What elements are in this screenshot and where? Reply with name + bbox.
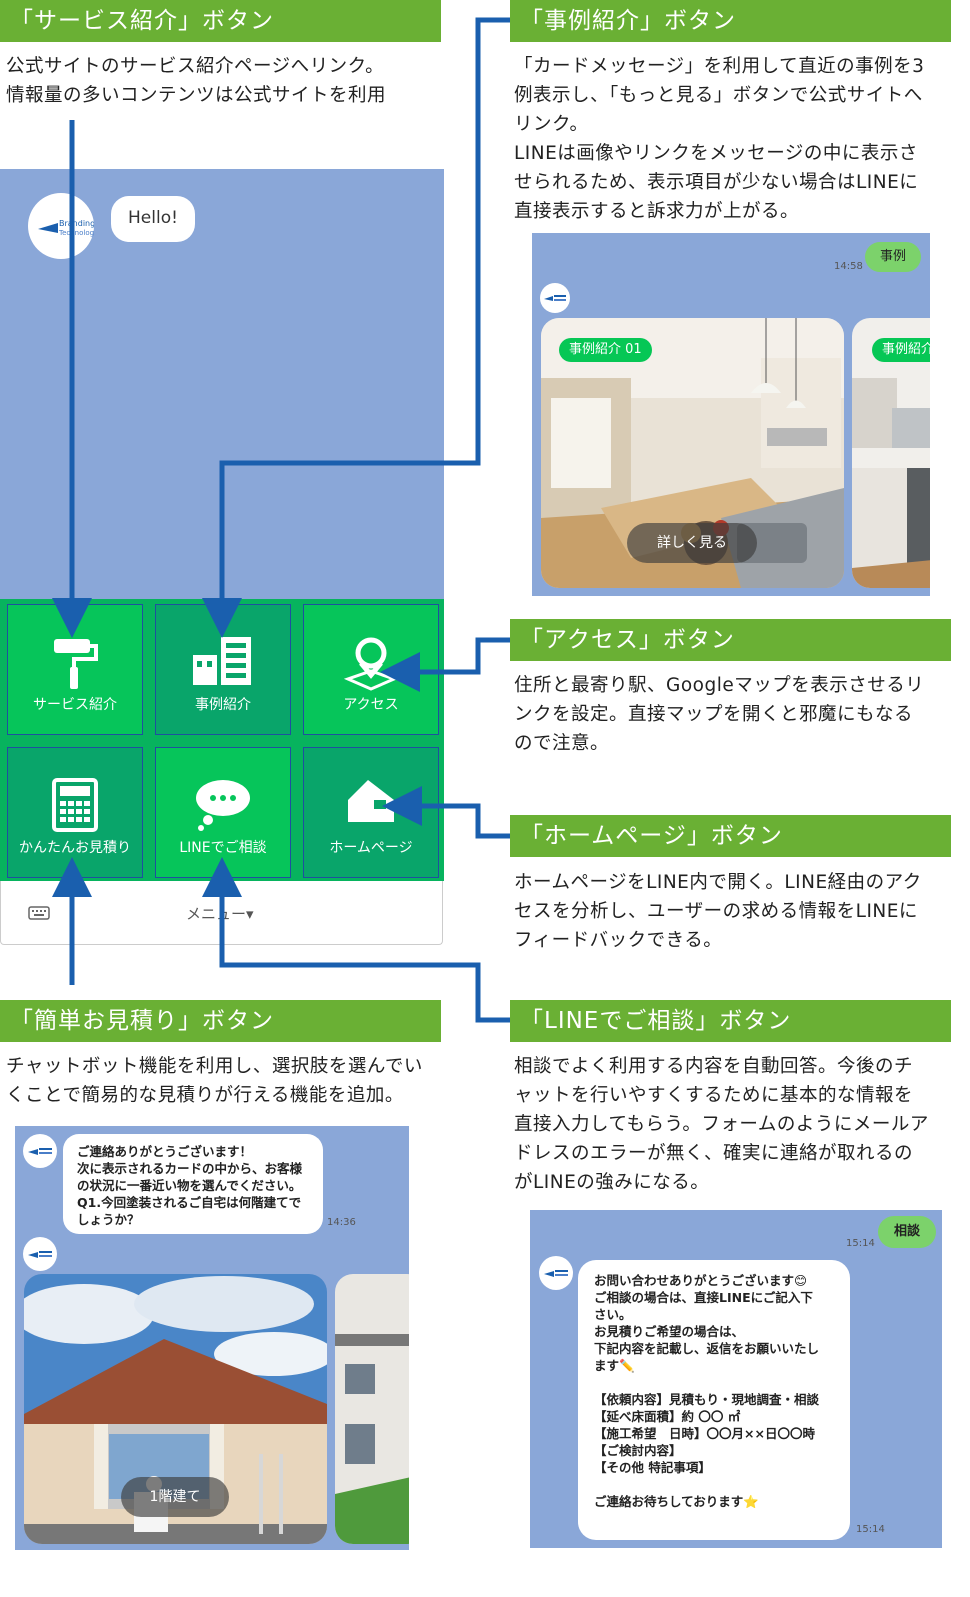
- menu-estimate-button[interactable]: かんたんお見積り: [7, 747, 143, 878]
- jirei-card-2[interactable]: 事例紹介: [852, 318, 930, 588]
- arrow-access: [380, 637, 510, 692]
- estimate-message-bubble: ご連絡ありがとうございます！ 次に表示されるカードの中から、お客様 の状況に一番…: [63, 1134, 323, 1234]
- consult-description: 相談でよく利用する内容を自動回答。今後のチ ャットを行いやすくするために基本的な…: [514, 1056, 929, 1193]
- access-description: 住所と最寄り駅、Googleマップを表示させるリ ンクを設定。直接マップを開くと…: [514, 675, 925, 754]
- jirei-card-1[interactable]: 事例紹介 01 詳しく見る: [541, 318, 844, 588]
- arrow-consult: [202, 857, 510, 1023]
- estimate-message-text: ご連絡ありがとうございます！ 次に表示されるカードの中から、お客様 の状況に一番…: [77, 1144, 303, 1227]
- consult-time-1: 15:14: [846, 1238, 875, 1249]
- jirei-brand-avatar: [540, 283, 570, 313]
- jirei-header: 「事例紹介」ボタン: [510, 0, 951, 42]
- hello-bubble: Hello!: [111, 196, 195, 242]
- brand-logo-icon: [544, 295, 566, 301]
- menu-consult-label: LINEでご相談: [179, 840, 267, 856]
- house-photo-2: [335, 1274, 409, 1544]
- arrow-homepage: [382, 786, 510, 839]
- estimate-brand-avatar-2: [23, 1237, 57, 1271]
- estimate-chat-screen: ご連絡ありがとうございます！ 次に表示されるカードの中から、お客様 の状況に一番…: [15, 1126, 409, 1550]
- jirei-detail-button[interactable]: 詳しく見る: [627, 523, 757, 563]
- estimate-card-1[interactable]: 1階建て: [24, 1274, 327, 1544]
- jirei-card-1-tag: 事例紹介 01: [559, 338, 652, 362]
- estimate-time: 14:36: [327, 1217, 356, 1228]
- brand-avatar: Branding Technology: [28, 193, 98, 259]
- consult-time-2: 15:14: [856, 1524, 885, 1535]
- consult-header: 「LINEでご相談」ボタン: [510, 1000, 951, 1042]
- consult-chat-screen: 相談 15:14 お問い合わせありがとうございます😊 ご相談の場合は、直接LIN…: [530, 1210, 942, 1548]
- service-header: 「サービス紹介」ボタン: [0, 0, 441, 42]
- jirei-user-text: 事例: [879, 249, 906, 264]
- homepage-header: 「ホームページ」ボタン: [510, 815, 951, 857]
- consult-user-bubble: 相談: [878, 1216, 936, 1248]
- hello-text: Hello!: [128, 208, 178, 228]
- consult-brand-avatar: [539, 1256, 573, 1290]
- menu-estimate-label: かんたんお見積り: [19, 840, 131, 856]
- arrow-jirei: [202, 17, 510, 638]
- brand-logo-icon: [28, 1148, 52, 1155]
- brand-logo-icon: [544, 1270, 568, 1277]
- service-description: 公式サイトのサービス紹介ページへリンク。 情報量の多いコンテンツは公式サイトを利…: [6, 56, 387, 106]
- menu-service-label: サービス紹介: [33, 697, 117, 713]
- access-header: 「アクセス」ボタン: [510, 619, 951, 661]
- estimate-description: チャットボット機能を利用し、選択肢を選んでい くことで簡易的な見積りが行える機能…: [6, 1056, 423, 1106]
- homepage-description: ホームページをLINE内で開く。LINE経由のアク セスを分析し、ユーザーの求め…: [514, 872, 922, 951]
- svg-text:Technology: Technology: [58, 229, 94, 237]
- menu-homepage-label: ホームページ: [329, 840, 413, 856]
- consult-message-text: お問い合わせありがとうございます😊 ご相談の場合は、直接LINEにご記入下 さい…: [594, 1273, 820, 1509]
- buildings-icon: [193, 637, 251, 685]
- jirei-time: 14:58: [834, 261, 863, 272]
- estimate-header: 「簡単お見積り」ボタン: [0, 1000, 441, 1042]
- brand-logo-icon: [28, 1251, 52, 1258]
- brand-logo-icon: Branding Technology: [38, 219, 98, 237]
- jirei-chat-screen: 事例 14:58 事例紹介 01 詳しく見る: [532, 233, 930, 596]
- menu-consult-button[interactable]: LINEでご相談: [155, 747, 291, 878]
- menu-jirei-label: 事例紹介: [195, 697, 251, 713]
- consult-user-text: 相談: [893, 1224, 920, 1239]
- keyboard-icon[interactable]: [28, 906, 50, 920]
- consult-message-bubble: お問い合わせありがとうございます😊 ご相談の場合は、直接LINEにご記入下 さい…: [578, 1260, 850, 1540]
- jirei-card-2-tag: 事例紹介: [872, 338, 930, 362]
- estimate-card-2[interactable]: [335, 1274, 409, 1544]
- kitchen-photo-2: [852, 318, 930, 588]
- jirei-description: 「カードメッセージ」を利用して直近の事例を3 例表示し、「もっと見る」ボタンで公…: [514, 56, 925, 222]
- jirei-user-bubble: 事例: [865, 242, 921, 272]
- chat-bubble-icon: [196, 780, 250, 831]
- paint-roller-icon: [54, 639, 98, 689]
- svg-text:Branding: Branding: [59, 219, 94, 228]
- estimate-brand-avatar: [23, 1134, 57, 1168]
- menu-access-label: アクセス: [343, 697, 399, 713]
- calculator-icon: [52, 778, 98, 832]
- estimate-1story-button[interactable]: 1階建て: [121, 1477, 229, 1517]
